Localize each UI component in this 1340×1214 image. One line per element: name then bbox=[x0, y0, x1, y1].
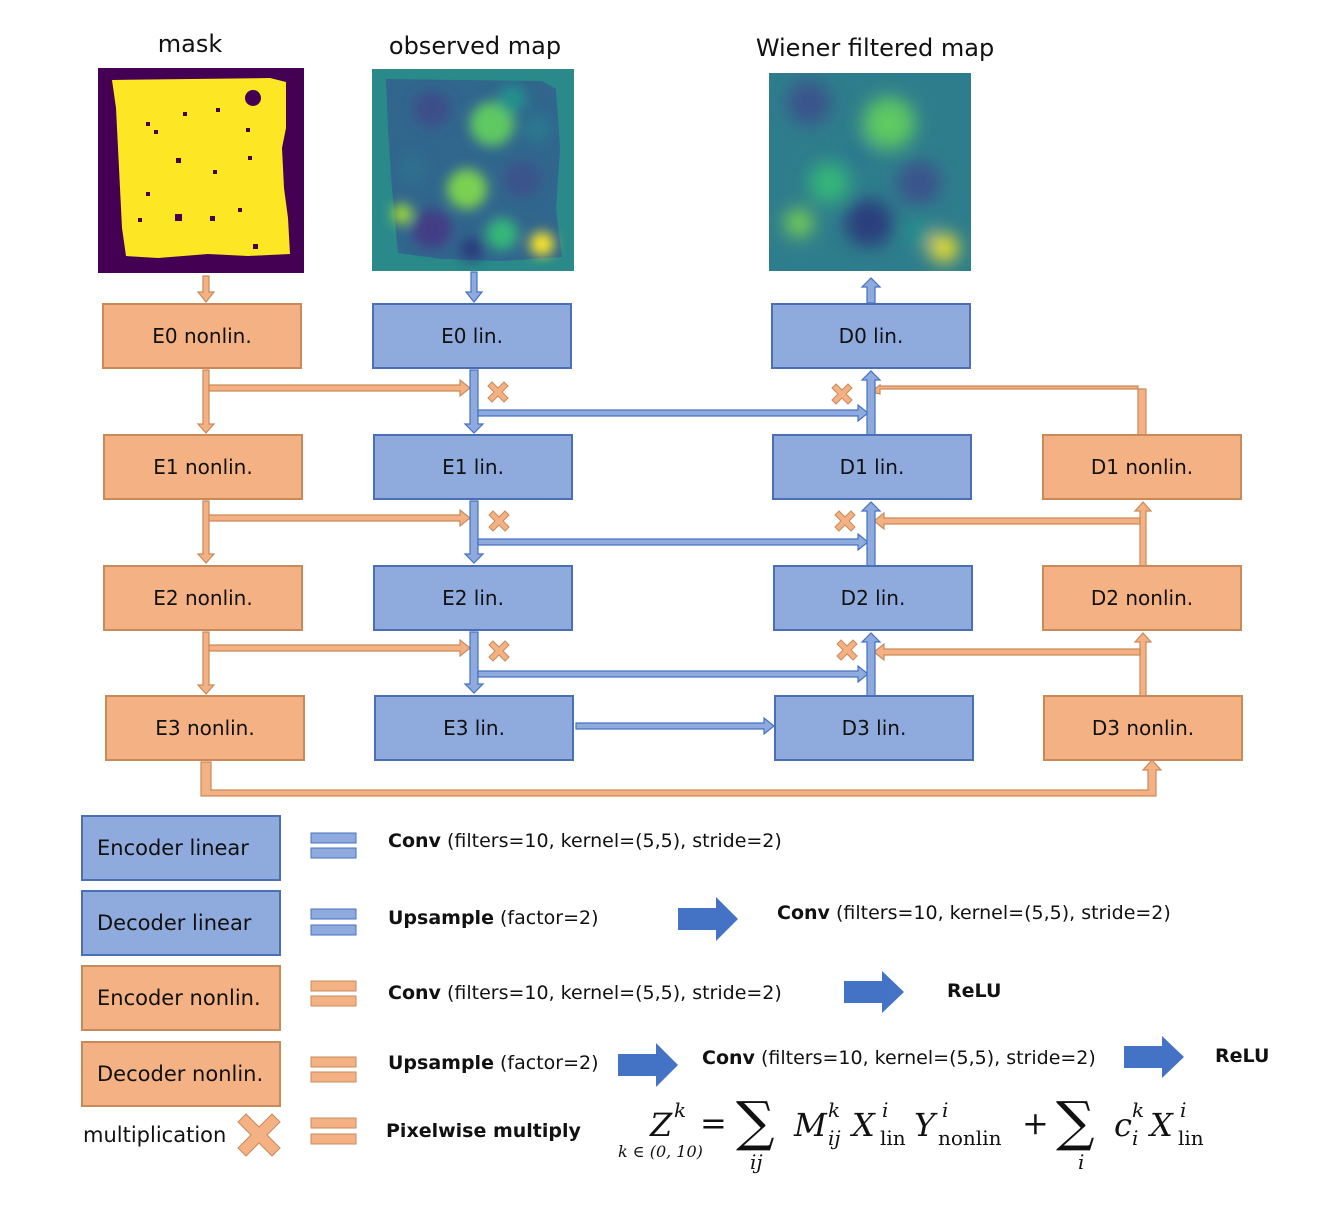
d3-nonlin-block: D3 nonlin. bbox=[1043, 695, 1243, 761]
formula: Z k k ∈ (0, 10) = ∑ ij M k ij X i lin Y … bbox=[610, 1088, 1230, 1188]
conv-label: Conv bbox=[388, 982, 441, 1004]
formula-eq: = bbox=[700, 1104, 727, 1142]
formula-m: M bbox=[794, 1106, 827, 1144]
formula-x-sup: i bbox=[882, 1098, 889, 1122]
legend-encoder-nonlin-conv: Conv (filters=10, kernel=(5,5), stride=2… bbox=[388, 982, 782, 1004]
wiener-map-image bbox=[769, 73, 971, 271]
legend-decoder-linear-conv: Conv (filters=10, kernel=(5,5), stride=2… bbox=[777, 902, 1171, 924]
legend-decoder-nonlin-upsample: Upsample (factor=2) bbox=[388, 1052, 599, 1074]
formula-m-sup: k bbox=[828, 1098, 841, 1122]
relu-label: ReLU bbox=[1215, 1045, 1270, 1067]
legend-multiplication-label: multiplication bbox=[83, 1123, 227, 1147]
e0-lin-block: E0 lin. bbox=[372, 303, 572, 369]
formula-x-sub: lin bbox=[880, 1126, 906, 1150]
multiply-x-e1 bbox=[488, 510, 510, 532]
formula-y: Y bbox=[914, 1106, 936, 1144]
legend-decoder-nonlin-relu: ReLU bbox=[1215, 1045, 1269, 1067]
legend-decoder-linear-upsample: Upsample (factor=2) bbox=[388, 907, 599, 929]
observed-map-image bbox=[372, 69, 574, 271]
legend-decoder-nonlin-conv: Conv (filters=10, kernel=(5,5), stride=2… bbox=[702, 1047, 1096, 1069]
formula-c-sub: i bbox=[1132, 1126, 1139, 1150]
formula-x2: X bbox=[1150, 1106, 1173, 1144]
legend-arrows bbox=[618, 897, 1184, 1087]
upsample-label: Upsample bbox=[388, 1052, 494, 1074]
multiply-x-d0 bbox=[831, 383, 853, 405]
observed-map-title: observed map bbox=[388, 32, 562, 60]
mask-title: mask bbox=[157, 30, 223, 58]
upsample-params: (factor=2) bbox=[493, 907, 599, 929]
multiplication-icon bbox=[237, 1113, 281, 1157]
e2-lin-block: E2 lin. bbox=[373, 565, 573, 631]
e3-nonlin-block: E3 nonlin. bbox=[105, 695, 305, 761]
formula-sum1: ∑ bbox=[736, 1090, 775, 1153]
legend-encoder-linear: Encoder linear bbox=[81, 815, 281, 881]
multiply-x-d2 bbox=[836, 639, 858, 661]
formula-x: X bbox=[852, 1106, 875, 1144]
formula-y-sub: nonlin bbox=[938, 1126, 1002, 1150]
e1-nonlin-block: E1 nonlin. bbox=[103, 434, 303, 500]
multiply-x-d1 bbox=[834, 510, 856, 532]
formula-z-sub: k ∈ (0, 10) bbox=[618, 1142, 703, 1161]
d0-lin-block: D0 lin. bbox=[771, 303, 971, 369]
multiply-x-e2 bbox=[488, 640, 510, 662]
e1-lin-block: E1 lin. bbox=[373, 434, 573, 500]
d1-nonlin-block: D1 nonlin. bbox=[1042, 434, 1242, 500]
formula-z: Z bbox=[650, 1106, 673, 1144]
upsample-params: (factor=2) bbox=[493, 1052, 599, 1074]
d2-lin-block: D2 lin. bbox=[773, 565, 973, 631]
e2-nonlin-block: E2 nonlin. bbox=[103, 565, 303, 631]
formula-sum2-sub: i bbox=[1078, 1150, 1085, 1174]
conv-label: Conv bbox=[702, 1047, 755, 1069]
formula-m-sub: ij bbox=[828, 1126, 841, 1150]
formula-x2-sub: lin bbox=[1178, 1126, 1204, 1150]
conv-params: (filters=10, kernel=(5,5), stride=2) bbox=[440, 830, 782, 852]
formula-sum1-sub: ij bbox=[750, 1150, 763, 1174]
d3-lin-block: D3 lin. bbox=[774, 695, 974, 761]
upsample-label: Upsample bbox=[388, 907, 494, 929]
d2-nonlin-block: D2 nonlin. bbox=[1042, 565, 1242, 631]
legend-symbols bbox=[310, 832, 357, 1145]
conv-params: (filters=10, kernel=(5,5), stride=2) bbox=[440, 982, 782, 1004]
mask-image bbox=[98, 68, 304, 273]
conv-params: (filters=10, kernel=(5,5), stride=2) bbox=[829, 902, 1171, 924]
legend-encoder-nonlin: Encoder nonlin. bbox=[81, 965, 281, 1031]
formula-plus: + bbox=[1022, 1104, 1049, 1142]
formula-z-sup: k bbox=[674, 1098, 687, 1122]
formula-y-sup: i bbox=[942, 1098, 949, 1122]
conv-label: Conv bbox=[388, 830, 441, 852]
multiply-x-e0 bbox=[487, 381, 509, 403]
legend-pixelwise-multiply: Pixelwise multiply bbox=[386, 1120, 581, 1142]
formula-c-sup: k bbox=[1132, 1098, 1145, 1122]
relu-label: ReLU bbox=[947, 980, 1002, 1002]
d1-lin-block: D1 lin. bbox=[772, 434, 972, 500]
pixelwise-label: Pixelwise multiply bbox=[386, 1120, 581, 1142]
e3-lin-block: E3 lin. bbox=[374, 695, 574, 761]
legend-encoder-nonlin-relu: ReLU bbox=[947, 980, 1001, 1002]
e0-nonlin-block: E0 nonlin. bbox=[102, 303, 302, 369]
formula-c: c bbox=[1114, 1106, 1132, 1144]
formula-sum2: ∑ bbox=[1056, 1090, 1095, 1153]
conv-label: Conv bbox=[777, 902, 830, 924]
legend-decoder-linear: Decoder linear bbox=[81, 890, 281, 956]
conv-params: (filters=10, kernel=(5,5), stride=2) bbox=[754, 1047, 1096, 1069]
legend-encoder-linear-desc: Conv (filters=10, kernel=(5,5), stride=2… bbox=[388, 830, 782, 852]
formula-x2-sup: i bbox=[1180, 1098, 1187, 1122]
wiener-map-title: Wiener filtered map bbox=[755, 34, 995, 62]
legend-decoder-nonlin: Decoder nonlin. bbox=[81, 1041, 281, 1107]
